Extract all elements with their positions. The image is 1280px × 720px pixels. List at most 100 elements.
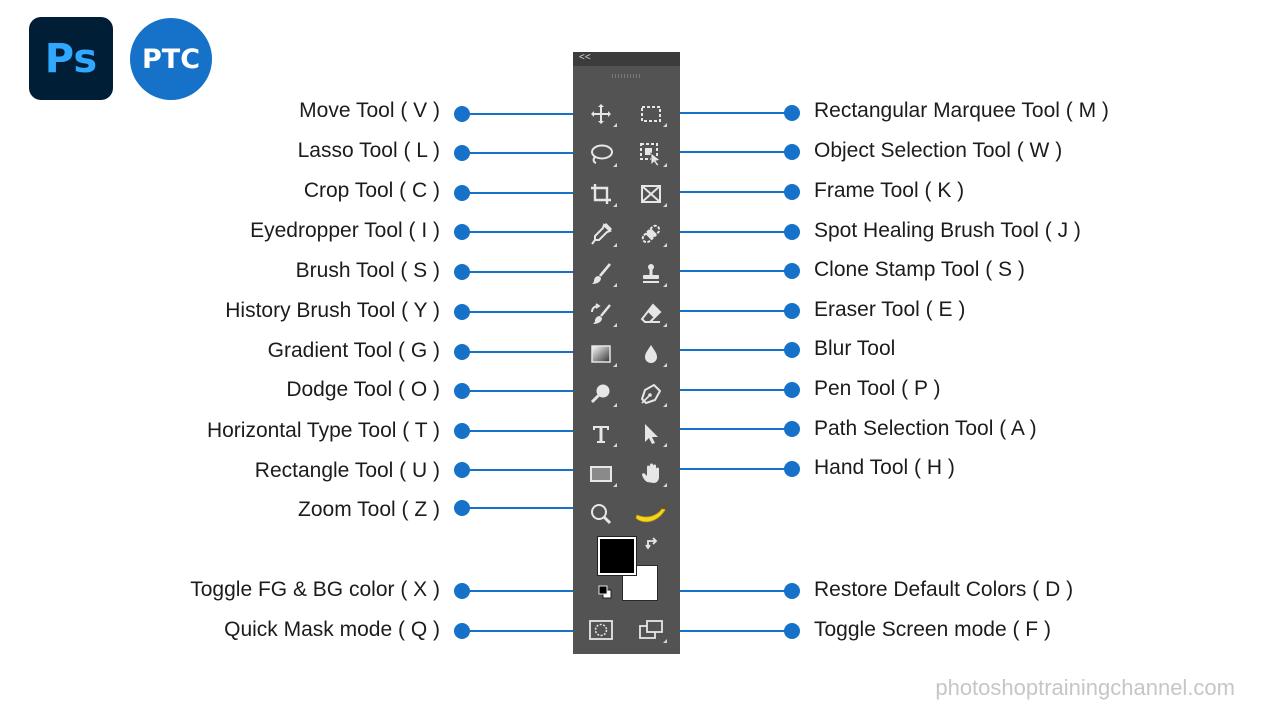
label-crop-tool: Crop Tool ( C )	[303, 179, 440, 202]
label-object-selection-tool: Object Selection Tool ( W )	[814, 139, 1063, 162]
quick-mask-button[interactable]	[583, 614, 619, 646]
connector-dot-left	[454, 344, 470, 360]
label-quick-mask: Quick Mask mode ( Q )	[224, 618, 440, 641]
connector-dot-left	[454, 304, 470, 320]
label-type-tool: Horizontal Type Tool ( T )	[206, 419, 440, 442]
connector-dot-left	[454, 500, 470, 516]
spot-healing-tool-button[interactable]	[633, 218, 669, 250]
connector-dot-right	[784, 303, 800, 319]
brush-tool-button[interactable]	[583, 258, 619, 290]
label-path-selection-tool: Path Selection Tool ( A )	[814, 417, 1037, 440]
label-eraser-tool: Eraser Tool ( E )	[814, 298, 966, 321]
blur-icon	[645, 345, 657, 363]
marquee-tool-button[interactable]	[633, 98, 669, 130]
connector-dot-left	[454, 462, 470, 478]
connector-dot-right	[784, 184, 800, 200]
rectangle-tool-button[interactable]	[583, 458, 619, 490]
zoom-tool-button[interactable]	[583, 498, 619, 530]
connector-dot-right	[784, 342, 800, 358]
eyedropper-tool-button[interactable]	[583, 218, 619, 250]
connector-dot-right	[784, 623, 800, 639]
move-tool-button[interactable]	[583, 98, 619, 130]
connector-dot-left	[454, 106, 470, 122]
blur-tool-button[interactable]	[633, 338, 669, 370]
screen-mode-icon	[639, 620, 663, 639]
connector-dot-left	[454, 224, 470, 240]
panel-grip[interactable]	[612, 74, 642, 78]
history-brush-icon	[591, 303, 611, 324]
object-selection-tool-button[interactable]	[633, 138, 669, 170]
dodge-tool-button[interactable]	[583, 378, 619, 410]
lasso-icon	[591, 144, 613, 164]
default-colors-icon[interactable]	[598, 585, 612, 599]
object-selection-icon	[640, 143, 661, 167]
marquee-icon	[641, 106, 661, 122]
eraser-tool-button[interactable]	[633, 298, 669, 330]
zoom-icon	[591, 504, 612, 525]
collapse-panel-button[interactable]: <<	[579, 52, 591, 63]
connector-dot-right	[784, 263, 800, 279]
label-zoom-tool: Zoom Tool ( Z )	[298, 498, 440, 521]
label-lasso-tool: Lasso Tool ( L )	[297, 139, 440, 162]
move-icon	[591, 104, 611, 124]
photoshop-logo-text: Ps	[44, 35, 98, 82]
label-hand-tool: Hand Tool ( H )	[814, 456, 955, 479]
connector-dot-right	[784, 583, 800, 599]
crop-tool-button[interactable]	[583, 178, 619, 210]
type-tool-button[interactable]	[583, 418, 619, 450]
label-marquee-tool: Rectangular Marquee Tool ( M )	[814, 99, 1109, 122]
label-blur-tool: Blur Tool	[814, 337, 896, 360]
connector-dot-left	[454, 623, 470, 639]
hand-tool-button[interactable]	[633, 458, 669, 490]
lasso-tool-button[interactable]	[583, 138, 619, 170]
label-spot-healing-tool: Spot Healing Brush Tool ( J )	[814, 219, 1081, 242]
connector-dot-left	[454, 145, 470, 161]
label-brush-tool: Brush Tool ( S )	[295, 259, 440, 282]
watermark: photoshoptrainingchannel.com	[935, 675, 1235, 700]
banana-button[interactable]	[633, 498, 669, 530]
screen-mode-button[interactable]	[633, 614, 669, 646]
connector-dot-left	[454, 583, 470, 599]
tools-panel: <<	[573, 52, 680, 654]
connector-dot-right	[784, 382, 800, 398]
brush-icon	[592, 263, 611, 284]
foreground-color-swatch[interactable]	[598, 537, 636, 575]
crop-icon	[591, 184, 611, 204]
label-gradient-tool: Gradient Tool ( G )	[267, 339, 440, 362]
label-toggle-fg-bg: Toggle FG & BG color ( X )	[190, 578, 440, 601]
connector-dot-right	[784, 421, 800, 437]
photoshop-logo: Ps	[29, 17, 113, 100]
banana-icon	[635, 504, 666, 523]
swap-colors-icon[interactable]	[645, 536, 661, 552]
connector-dot-left	[454, 383, 470, 399]
quick-mask-icon	[589, 620, 613, 640]
connector-dot-right	[784, 144, 800, 160]
pen-tool-button[interactable]	[633, 378, 669, 410]
gradient-icon	[591, 345, 611, 363]
connector-dot-right	[784, 224, 800, 240]
clone-stamp-tool-button[interactable]	[633, 258, 669, 290]
spot-healing-icon	[641, 224, 661, 244]
label-rectangle-tool: Rectangle Tool ( U )	[254, 459, 440, 482]
eraser-icon	[640, 303, 662, 323]
connector-dot-right	[784, 461, 800, 477]
pen-icon	[641, 384, 661, 404]
label-dodge-tool: Dodge Tool ( O )	[286, 378, 440, 401]
panel-header[interactable]: <<	[573, 52, 680, 66]
connector-dot-right	[784, 105, 800, 121]
label-pen-tool: Pen Tool ( P )	[814, 377, 941, 400]
frame-tool-button[interactable]	[633, 178, 669, 210]
frame-icon	[641, 185, 661, 203]
gradient-tool-button[interactable]	[583, 338, 619, 370]
path-selection-icon	[645, 424, 658, 444]
hand-icon	[642, 463, 659, 483]
history-brush-tool-button[interactable]	[583, 298, 619, 330]
type-icon	[593, 426, 609, 443]
path-selection-tool-button[interactable]	[633, 418, 669, 450]
label-clone-stamp-tool: Clone Stamp Tool ( S )	[814, 258, 1025, 281]
clone-stamp-icon	[643, 264, 659, 283]
label-history-brush-tool: History Brush Tool ( Y )	[225, 299, 440, 322]
ptc-logo: PTC	[130, 18, 212, 100]
label-toggle-screen-mode: Toggle Screen mode ( F )	[814, 618, 1051, 641]
dodge-icon	[590, 384, 610, 404]
